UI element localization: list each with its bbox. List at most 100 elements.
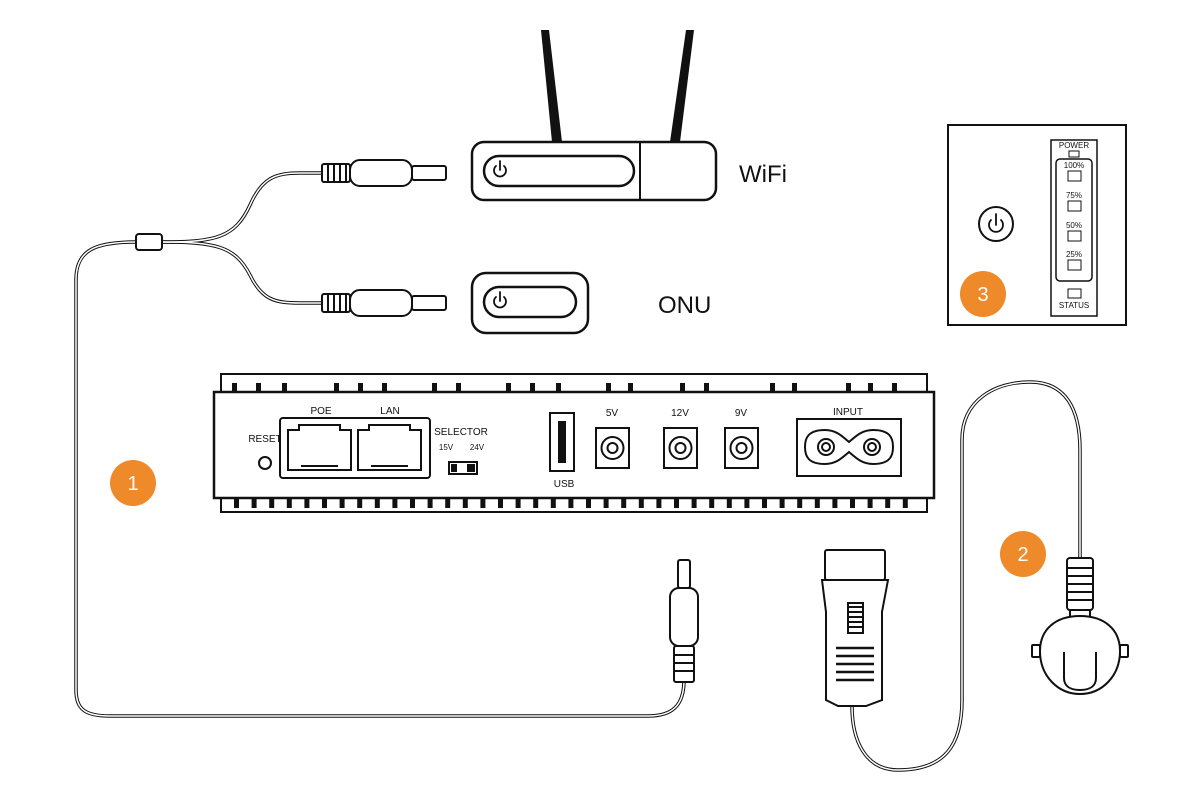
vent-tab [282, 383, 287, 393]
wifi-router [470, 30, 718, 202]
out-5v-label: 5V [606, 408, 619, 419]
vent-tab [432, 383, 437, 393]
onu-device [470, 271, 590, 335]
vent-tab [456, 383, 461, 393]
level-100-led [1067, 170, 1082, 182]
vent-tab [770, 383, 775, 393]
ups-vent-top [232, 383, 897, 393]
vent-tab [628, 383, 633, 393]
vent-tab [867, 498, 873, 508]
status-led [1067, 288, 1082, 299]
vent-tab [269, 498, 275, 508]
vent-tab [358, 383, 363, 393]
svg-text:3: 3 [977, 284, 988, 306]
vent-tab [234, 498, 239, 508]
vent-tab [638, 498, 644, 508]
level-100-label: 100% [1064, 161, 1084, 170]
power-label: POWER [1059, 141, 1089, 150]
vent-tab [427, 498, 433, 508]
vent-tab [892, 383, 897, 393]
vent-tab [462, 498, 468, 508]
vent-tab [515, 498, 521, 508]
cord-inner [851, 381, 1081, 771]
antenna-left [541, 30, 562, 142]
step-badge-3: 3 [960, 271, 1006, 317]
dc-out-9v[interactable] [724, 427, 759, 469]
vent-tab [357, 498, 363, 508]
vent-tab [744, 498, 750, 508]
dc-plug-wifi [321, 159, 447, 187]
status-label: STATUS [1059, 301, 1089, 310]
vent-tab [498, 498, 503, 508]
vent-tab [445, 498, 451, 508]
vent-tab [334, 383, 339, 393]
vent-tab [621, 498, 627, 508]
level-75-led [1067, 200, 1082, 212]
onu-power-icon [493, 291, 507, 309]
level-75-label: 75% [1066, 191, 1082, 200]
vent-tab [885, 498, 891, 508]
level-25-label: 25% [1066, 250, 1082, 259]
ups-vent-bottom [234, 498, 908, 508]
vent-tab [792, 383, 797, 393]
reset-button[interactable] [258, 456, 272, 470]
out-12v-label: 12V [671, 408, 689, 419]
vent-tab [846, 383, 851, 393]
vent-tab [568, 498, 574, 508]
vent-tab [556, 383, 561, 393]
reset-label: RESET [248, 434, 281, 445]
vent-tab [902, 498, 908, 508]
wall-plug [1031, 557, 1129, 696]
dc-out-12v[interactable] [663, 427, 698, 469]
dc-out-5v[interactable] [595, 427, 630, 469]
vent-tab [322, 498, 327, 508]
vent-tab [656, 498, 662, 508]
vent-tab [232, 383, 237, 393]
vent-tab [586, 498, 591, 508]
dc-plug-ups [669, 559, 699, 683]
vent-tab [530, 383, 535, 393]
step-badge-1: 1 [110, 460, 156, 506]
wifi-power-icon [493, 160, 507, 178]
vent-tab [304, 498, 310, 508]
level-50-led [1067, 230, 1082, 242]
usb-port[interactable] [549, 412, 575, 472]
ups-unit: RESET POE LAN SELECTOR 15V 24V USB [212, 373, 936, 513]
svg-text:1: 1 [127, 473, 138, 495]
vent-tab [779, 498, 785, 508]
selector-24v-label: 24V [470, 443, 485, 452]
vent-tab [814, 498, 820, 508]
vent-tab [606, 383, 611, 393]
ethernet-block [279, 417, 431, 479]
step-badge-2: 2 [1000, 531, 1046, 577]
vent-tab [674, 498, 679, 508]
onu-label: ONU [658, 292, 711, 319]
ac-input-socket[interactable] [796, 418, 902, 477]
selector-label: SELECTOR [434, 427, 488, 438]
vent-tab [550, 498, 556, 508]
vent-tab [533, 498, 539, 508]
vent-tab [832, 498, 838, 508]
usb-label: USB [554, 479, 575, 490]
vent-tab [704, 383, 709, 393]
vent-tab [392, 498, 398, 508]
lan-port[interactable] [357, 424, 422, 471]
vent-tab [850, 498, 855, 508]
vent-tab [410, 498, 415, 508]
poe-port[interactable] [287, 424, 352, 471]
voltage-selector-switch[interactable] [448, 461, 478, 475]
vent-tab [382, 383, 387, 393]
vent-tab [506, 383, 511, 393]
poe-label: POE [310, 406, 331, 417]
vent-tab [286, 498, 292, 508]
iec-connector [820, 549, 890, 707]
vent-tab [603, 498, 609, 508]
level-50-label: 50% [1066, 221, 1082, 230]
antenna-right [670, 30, 694, 142]
vent-tab [762, 498, 767, 508]
selector-15v-label: 15V [439, 443, 454, 452]
vent-tab [726, 498, 732, 508]
splitter-junction [135, 233, 163, 251]
vent-tab [339, 498, 345, 508]
